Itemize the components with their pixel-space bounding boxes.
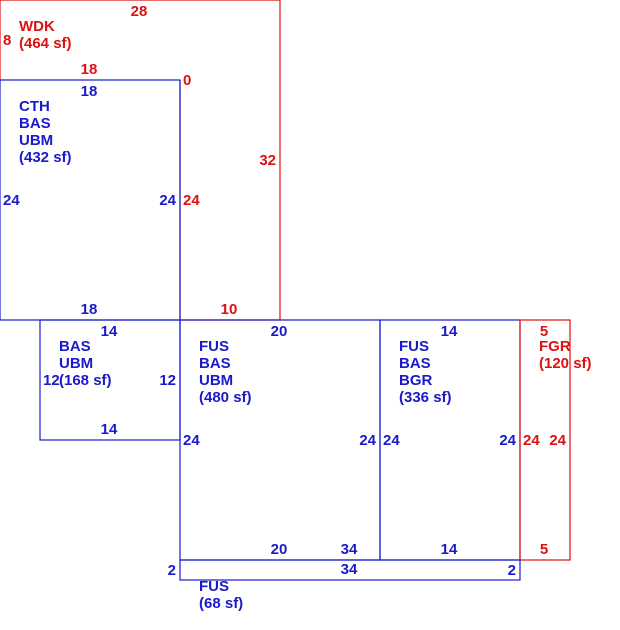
dim-fus-left: 24	[183, 432, 200, 449]
dim-fgr-right: 24	[549, 432, 566, 449]
dim-bgr-left: 24	[383, 432, 400, 449]
dim-wdk-left: 8	[3, 32, 11, 49]
dim-bas-bottom: 14	[101, 421, 118, 438]
fgr-outline	[519, 319, 571, 561]
dim-wdk-right: 32	[259, 152, 276, 169]
dim-cth-right: 24	[159, 192, 176, 209]
dim-bgr-right: 24	[499, 432, 516, 449]
dim-wdk-bottom: 10	[221, 301, 238, 318]
dim-wdk-inner-top: 18	[81, 61, 98, 78]
dim-fus-right: 24	[359, 432, 376, 449]
dim-fus-bottom-34: 34	[341, 541, 358, 558]
area-label-bas-small: BAS UBM (168 sf)	[59, 338, 112, 389]
dim-cth-left: 24	[3, 192, 20, 209]
area-label-fus-main: FUS BAS UBM (480 sf)	[199, 338, 252, 406]
area-label-fus-strip: FUS (68 sf)	[199, 578, 243, 612]
dim-strip-top: 34	[341, 561, 358, 578]
dim-cth-bottom: 18	[81, 301, 98, 318]
dim-strip-left: 2	[168, 562, 176, 579]
dim-strip-right: 2	[508, 562, 516, 579]
area-label-fgr: FGR (120 sf)	[539, 338, 592, 372]
dim-fus-top: 20	[271, 323, 288, 340]
area-label-wdk: WDK (464 sf)	[19, 18, 72, 52]
dim-cth-top: 18	[81, 83, 98, 100]
dim-bas-left: 12	[43, 372, 60, 389]
dim-bgr-bottom: 14	[441, 541, 458, 558]
dim-wdk-zero: 0	[183, 72, 191, 89]
dim-wdk-inner-right: 24	[183, 192, 200, 209]
dim-fgr-left: 24	[523, 432, 540, 449]
dim-bgr-top: 14	[441, 323, 458, 340]
dim-wdk-top: 28	[131, 3, 148, 20]
fus-strip-outline	[179, 559, 521, 581]
area-label-cth: CTH BAS UBM (432 sf)	[19, 98, 72, 166]
dim-fgr-top: 5	[540, 323, 548, 340]
dim-bas-top: 14	[101, 323, 118, 340]
dim-bas-right: 12	[159, 372, 176, 389]
area-label-fus-bgr: FUS BAS BGR (336 sf)	[399, 338, 452, 406]
dim-fus-bottom: 20	[271, 541, 288, 558]
dim-fgr-bottom: 5	[540, 541, 548, 558]
